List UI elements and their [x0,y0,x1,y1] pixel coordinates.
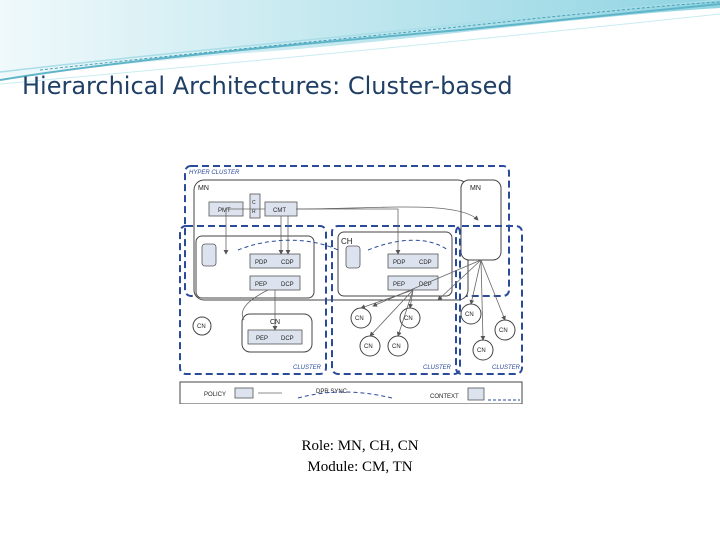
pep-label-cn: PEP [256,336,268,342]
cluster-2-boundary [331,225,461,375]
cr-box [249,193,261,219]
cn-label: CN [404,316,413,322]
pep-label-2: PEP [393,282,405,288]
pdp-label-1: PDP [255,260,267,266]
slide-title: Hierarchical Architectures: Cluster-base… [22,72,513,100]
cn-label: CN [499,328,508,334]
cluster-1-label: CLUSTER [293,365,322,371]
mn-label: MN [198,185,209,192]
mn-right-label: MN [470,185,481,192]
sync-lines [237,239,449,251]
dcp-label-1: DCP [281,282,294,288]
legend-policy-swatch [234,387,254,399]
cn-label: CN [355,316,364,322]
cn-label: CN [465,312,474,318]
legend-policy-label: POLICY [204,392,226,398]
pdp-box-2 [387,253,439,269]
db-icon-1 [201,243,217,267]
pdp-box-1 [249,253,301,269]
ch-label: CH [341,237,353,246]
cluster-3-label: CLUSTER [492,365,521,371]
connector-lines [223,206,506,341]
legend-dpr-sync-line [297,391,393,399]
dcp-label-cn: DCP [281,336,294,342]
cluster-1-boundary [179,225,327,375]
cdp-label-1: CDP [281,260,294,266]
cn-label: CN [477,348,486,354]
hyper-cluster-boundary [184,165,510,297]
dcp-label-2: DCP [419,282,432,288]
architecture-diagram: HYPER CLUSTER MN PMT C R CMT MN CLUSTER … [179,165,523,404]
pdp-label-2: PDP [393,260,405,266]
legend-box [179,381,523,404]
legend-dpr-sync-label: DPR SYNC [316,389,348,395]
db-icon-2 [345,245,361,269]
cr-label: C [252,200,256,206]
caption-roles: Role: MN, CH, CN [301,438,419,454]
cluster-2-label: CLUSTER [423,365,452,371]
hyper-cluster-label: HYPER CLUSTER [189,170,240,176]
cmt-label: CMT [273,208,286,214]
header-banner [0,0,720,85]
cr-label: R [252,209,256,215]
caption-modules: Module: CM, TN [307,459,413,475]
pmt-label: PMT [218,208,231,214]
cn-label: CN [197,324,206,330]
cn-label: CN [364,344,373,350]
cn-label: CN [392,344,401,350]
cluster-3-boundary [455,225,523,375]
legend-context-swatch [467,387,485,401]
cdp-label-2: CDP [419,260,432,266]
mn-right-box [460,179,502,261]
pep-label-1: PEP [255,282,267,288]
cn-node [192,316,212,336]
legend-context-label: CONTEXT [430,394,459,400]
